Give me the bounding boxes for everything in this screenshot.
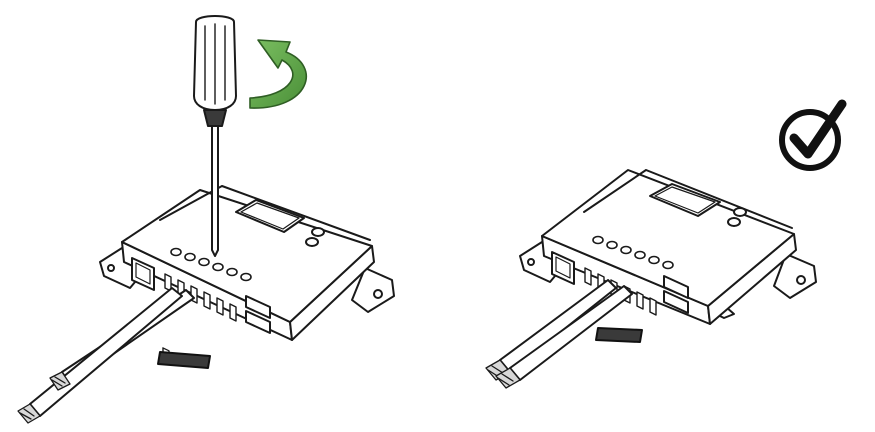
mount-hole-left-r [527, 258, 535, 266]
button-2-r [727, 217, 741, 227]
lcd-display-inner [240, 202, 300, 230]
charge-controller-right [519, 169, 817, 325]
usb-port-1 [245, 295, 271, 319]
charge-controller-left [99, 185, 395, 364]
usb-port-2 [245, 310, 271, 334]
wire-2-stripped-end [17, 403, 41, 424]
wire-pair-left [17, 287, 195, 424]
rj-port [131, 257, 155, 291]
checkmark-circle-icon [779, 99, 847, 171]
screwdriver-ferrule [203, 109, 227, 127]
screwdriver-icon [193, 15, 237, 257]
lcd-display [235, 199, 305, 233]
top-face-r [541, 169, 795, 307]
check-stroke [789, 99, 847, 159]
terminal-screw-row [170, 247, 252, 282]
button-1-r [733, 207, 747, 217]
mount-flange-right-r [773, 253, 817, 299]
terminal-screw-row-r [592, 235, 674, 270]
screwdriver-shaft [211, 121, 219, 257]
button-1 [311, 227, 325, 237]
usb-port-1-r [663, 275, 689, 299]
spacer-block-right [595, 327, 643, 343]
top-face [121, 189, 373, 323]
spacer-block-left [157, 351, 211, 369]
curved-rotation-arrow-icon [249, 39, 308, 109]
step-1-tighten-terminal [17, 15, 395, 424]
rotation-arrow-body [249, 39, 308, 109]
lid-ridge-r [583, 169, 793, 229]
rj-port-inner [135, 262, 151, 285]
mount-hole-right-r [796, 275, 806, 285]
mount-hole-left [107, 264, 115, 272]
button-2 [305, 237, 319, 247]
mount-hole-right [373, 289, 383, 299]
wire-1-r [499, 279, 617, 373]
lcd-display-inner-r [654, 186, 716, 214]
wire-2-r-stripped-end [495, 367, 521, 389]
wire-1-stripped-end [49, 371, 71, 391]
lcd-display-r [649, 183, 721, 217]
rj-port-inner-r [555, 256, 571, 279]
usb-port-2-r [663, 290, 689, 314]
rj-port-r [551, 251, 575, 285]
mount-flange-right [351, 267, 395, 313]
step-2-wires-secured [485, 169, 817, 389]
wire-pair-right [485, 279, 633, 389]
